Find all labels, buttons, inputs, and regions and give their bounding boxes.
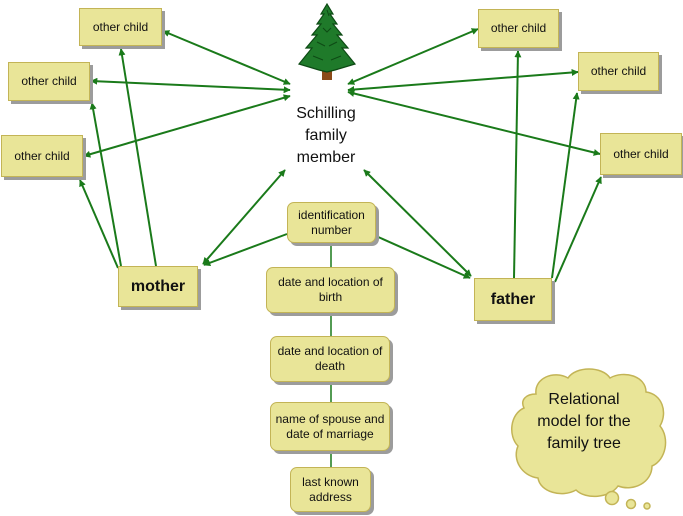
link-member-child-tr3 <box>347 90 601 156</box>
attribute-birth: date and location of birth <box>266 267 395 313</box>
link-mother-child-tl2 <box>89 102 122 267</box>
link-member-child-tr1 <box>347 28 479 85</box>
link-id-father <box>375 235 471 279</box>
mother-box: mother <box>118 266 198 307</box>
attribute-identification-number: identification number <box>287 202 376 243</box>
other-child-box-right-1: other child <box>478 9 559 48</box>
attribute-death: date and location of death <box>270 336 390 382</box>
other-child-box-left-1: other child <box>79 8 162 46</box>
link-member-child-tl1 <box>162 30 291 85</box>
link-member-child-tr2 <box>347 69 579 93</box>
callout-text: Relational model for the family tree <box>537 391 631 452</box>
link-member-father <box>363 169 472 277</box>
link-father-child-tr1 <box>513 50 522 279</box>
thought-cloud-callout <box>511 368 667 510</box>
father-box: father <box>474 278 552 321</box>
link-id-mother <box>203 233 288 267</box>
attribute-last-address: last known address <box>290 467 371 512</box>
other-child-box-right-3: other child <box>600 133 682 175</box>
center-node-label: Schilling family member <box>296 105 356 166</box>
other-child-box-left-2: other child <box>8 62 90 101</box>
link-mother-child-tl3 <box>79 179 119 269</box>
attribute-spouse-marriage: name of spouse and date of marriage <box>270 402 390 451</box>
link-mother-child-tl1 <box>118 48 157 267</box>
pine-tree-icon <box>297 2 357 80</box>
other-child-box-right-2: other child <box>578 52 659 91</box>
link-father-child-tr2 <box>551 92 580 279</box>
other-child-box-left-3: other child <box>1 135 83 177</box>
link-member-child-tl2 <box>90 77 291 94</box>
link-member-mother <box>202 169 286 265</box>
link-father-child-tr3 <box>554 176 602 283</box>
link-member-child-tl3 <box>83 94 291 158</box>
